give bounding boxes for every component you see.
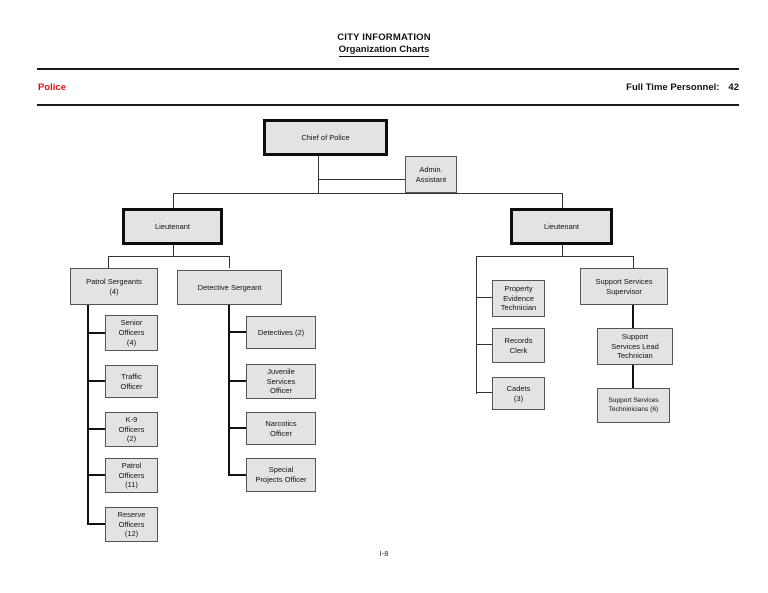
connector-patrol-sgts-stub: [108, 256, 109, 268]
connector-elbow-records: [476, 344, 492, 345]
connector-elbow-traffic: [87, 380, 105, 382]
org-box-lieutenant-right: Lieutenant: [510, 208, 613, 245]
connector-elbow-narcotics: [228, 427, 246, 429]
connector-elbow-special: [228, 474, 246, 476]
connector-elbow-juvenile: [228, 380, 246, 382]
org-box-senior-officers: Senior Officers (4): [105, 315, 158, 351]
org-box-k9-officers: K-9 Officers (2): [105, 412, 158, 447]
connector-admin-branch: [318, 179, 405, 180]
connector-lead-to-tech: [632, 365, 634, 388]
connector-patrol-trunk: [87, 305, 89, 525]
connector-detective-trunk: [228, 303, 230, 475]
connector-sss-stub: [633, 256, 634, 268]
connector-lt-right-stub: [562, 193, 563, 208]
org-box-support-services-technicians: Support Services Techninicians (6): [597, 388, 670, 423]
org-box-special-projects-officer: Special Projects Officer: [246, 458, 316, 492]
org-box-cadets: Cadets (3): [492, 377, 545, 410]
personnel-count: Full Time Personnel: 42: [626, 82, 739, 93]
connector-lt-left-down: [173, 245, 174, 256]
connector-elbow-property: [476, 297, 492, 298]
connector-split: [173, 193, 563, 194]
department-label: Police: [38, 82, 66, 93]
connector-sss-to-lead: [632, 305, 634, 328]
org-box-property-evidence-technician: Property Evidence Technician: [492, 280, 545, 317]
org-box-narcotics-officer: Narcotics Officer: [246, 412, 316, 445]
connector-lt-left-stub: [173, 193, 174, 208]
org-box-records-clerk: Records Clerk: [492, 328, 545, 363]
personnel-label: Full Time Personnel:: [626, 82, 720, 93]
org-box-traffic-officer: Traffic Officer: [105, 365, 158, 398]
personnel-value: 42: [728, 82, 739, 93]
org-box-chief-of-police: Chief of Police: [263, 119, 388, 156]
page-subtitle-text: Organization Charts: [338, 44, 430, 57]
org-box-juvenile-services-officer: Juvenile Services Officer: [246, 364, 316, 399]
org-box-lieutenant-left: Lieutenant: [122, 208, 223, 245]
org-box-detective-sergeant: Detective Sergeant: [177, 270, 282, 305]
header-rule-top: [37, 68, 739, 70]
org-box-reserve-officers: Reserve Officers (12): [105, 507, 158, 542]
connector-elbow-reserve: [87, 523, 105, 525]
connector-elbow-k9: [87, 428, 105, 430]
connector-elbow-cadets: [476, 392, 492, 393]
connector-chief-down: [318, 156, 319, 194]
org-box-patrol-sergeants: Patrol Sergeants (4): [70, 268, 158, 305]
connector-right-trunk: [476, 256, 477, 394]
connector-right-branch: [476, 256, 634, 257]
connector-elbow-patrol-officers: [87, 474, 105, 476]
org-box-support-services-supervisor: Support Services Supervisor: [580, 268, 668, 305]
page-number: I-8: [379, 549, 389, 558]
page-title: CITY INFORMATION: [337, 32, 431, 43]
connector-left-branch: [108, 256, 230, 257]
org-box-admin-assistant: Admin. Assistant: [405, 156, 457, 193]
org-box-patrol-officers: Patrol Officers (11): [105, 458, 158, 493]
org-box-detectives: Detectives (2): [246, 316, 316, 349]
connector-lt-right-down: [562, 245, 563, 256]
connector-det-sgt-stub: [229, 256, 230, 268]
page-subtitle: Organization Charts: [0, 44, 768, 57]
org-box-support-services-lead-technician: Support Services Lead Technician: [597, 328, 673, 365]
connector-elbow-senior: [87, 332, 105, 334]
connector-elbow-detectives: [228, 331, 246, 333]
header-rule-bottom: [37, 104, 739, 106]
